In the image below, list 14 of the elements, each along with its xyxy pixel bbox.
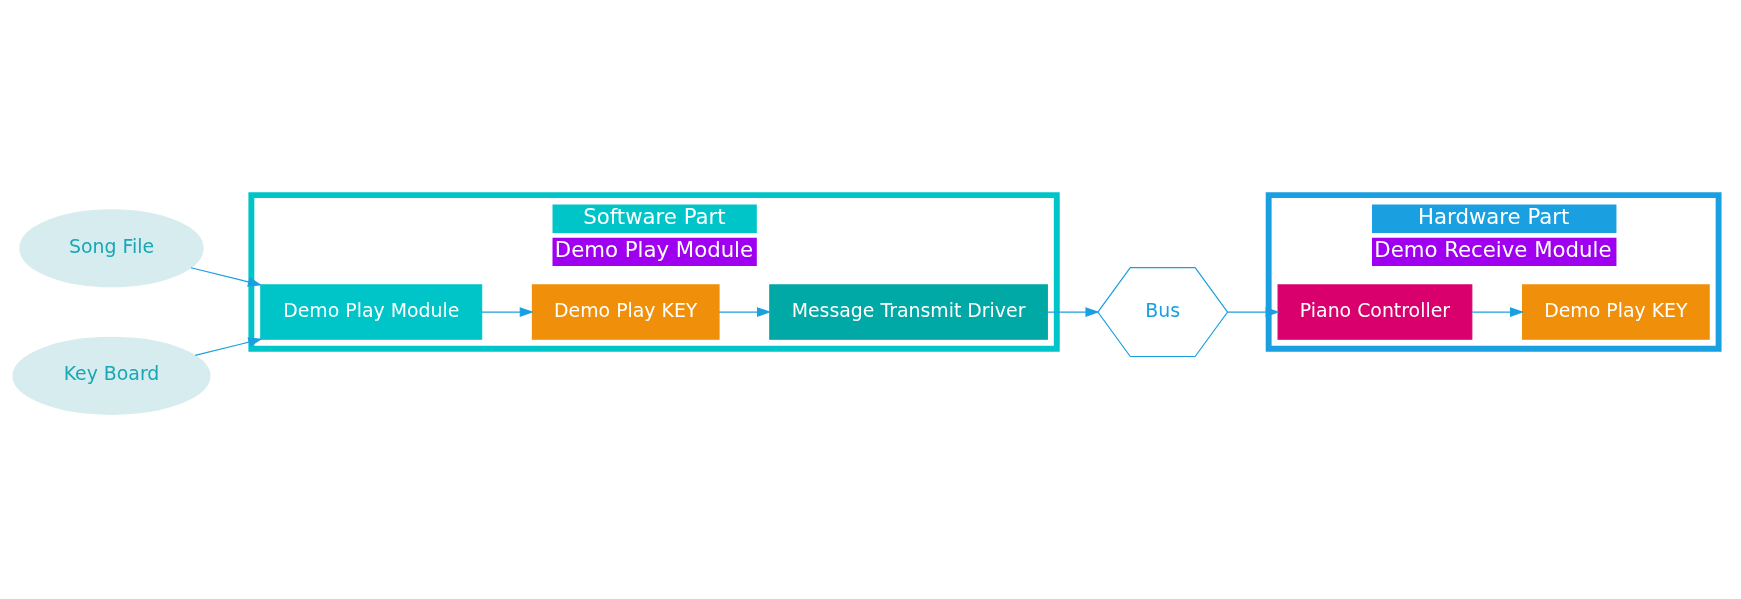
arrow bbox=[718, 306, 772, 317]
arrow bbox=[1046, 306, 1100, 317]
node-box: Message Transmit Driver bbox=[769, 283, 1048, 340]
node-box: Demo Play KEY bbox=[1521, 283, 1710, 340]
node-box: Piano Controller bbox=[1277, 283, 1473, 340]
node-box: Demo Play KEY bbox=[531, 283, 720, 340]
arrow bbox=[1471, 306, 1525, 317]
arrow bbox=[190, 266, 263, 287]
arrow bbox=[481, 306, 534, 317]
node-ellipse: Song File bbox=[19, 208, 204, 287]
arrow bbox=[1226, 306, 1280, 317]
arrow bbox=[194, 336, 263, 356]
node-box: Demo Play Module bbox=[260, 283, 483, 340]
node-ellipse: Key Board bbox=[12, 336, 211, 415]
